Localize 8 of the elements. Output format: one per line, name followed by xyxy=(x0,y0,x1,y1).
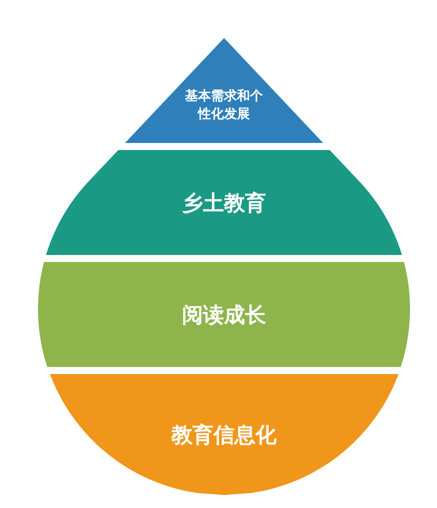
band-label: 阅读成长 xyxy=(180,302,267,328)
triangle-band xyxy=(124,38,324,143)
segment-band xyxy=(38,262,410,367)
band-label: 教育信息化 xyxy=(170,422,278,448)
band-label: 基本需求和个性化发展 xyxy=(184,88,264,124)
segment-band xyxy=(46,150,402,255)
segment-band xyxy=(50,374,398,495)
band-label: 乡土教育 xyxy=(180,190,267,216)
